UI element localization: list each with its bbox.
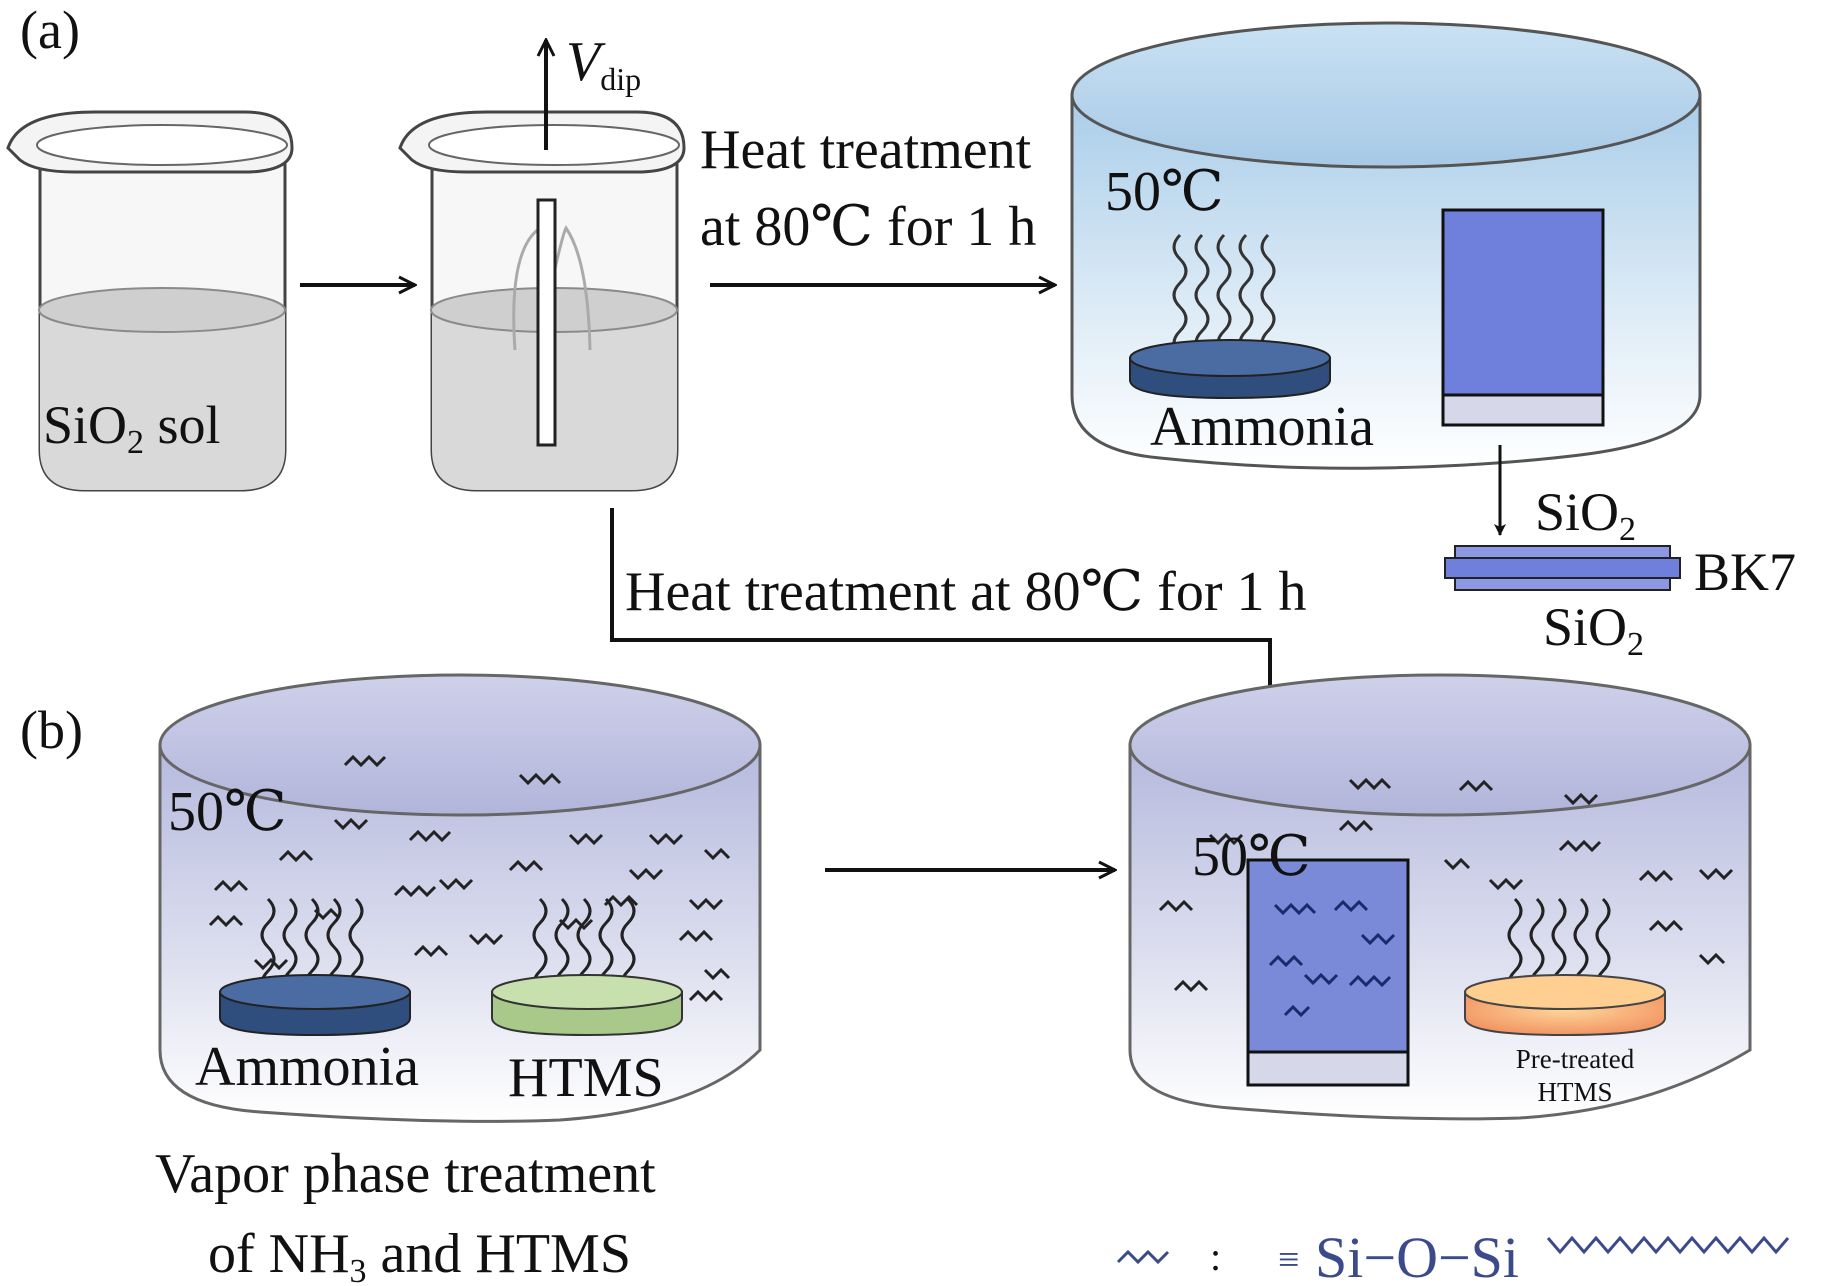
ammonia-label-a: Ammonia	[1150, 396, 1374, 458]
legend-squiggle-icon	[1116, 1249, 1170, 1265]
sol-label: SiO2 sol	[43, 395, 221, 461]
container-temp-b-left: 50℃	[168, 781, 287, 843]
layer-top-label: SiO2	[1535, 482, 1636, 548]
pretreated-line2: HTMS	[1537, 1077, 1612, 1107]
caption-line2: of NH3 and HTMS	[208, 1223, 631, 1286]
layer-bottom-label: SiO2	[1543, 597, 1644, 663]
coated-substrate-b	[1246, 858, 1410, 1087]
legend-separator: :	[1210, 1234, 1221, 1279]
velocity-label: Vdip	[566, 31, 641, 97]
coated-substrate-a	[1441, 208, 1605, 427]
heat-treatment-line2: at 80℃ for 1 h	[700, 196, 1036, 258]
ammonia-dish-b	[219, 974, 411, 1037]
panel-a-label: (a)	[20, 0, 80, 60]
vapor-container-left: 50℃	[158, 673, 762, 1123]
layer-mid-label: BK7	[1694, 542, 1796, 602]
ammonia-label-b: Ammonia	[195, 1036, 419, 1098]
legend-chain-icon	[1546, 1235, 1790, 1255]
pretreated-line1: Pre-treated	[1516, 1044, 1635, 1074]
beaker-dip: Vdip	[398, 31, 686, 492]
pretreated-htms-dish	[1464, 974, 1666, 1037]
right-vapor-squiggles	[1158, 777, 1734, 993]
panel-b-label: (b)	[20, 700, 83, 760]
beaker-sol: SiO2 sol	[6, 110, 294, 492]
htms-label: HTMS	[508, 1047, 664, 1109]
legend-triple-bond: ≡	[1278, 1239, 1299, 1281]
container-temp-b-right: 50℃	[1192, 826, 1311, 888]
substrate-squiggles	[1268, 899, 1396, 1018]
container-temp-a: 50℃	[1105, 161, 1224, 223]
heat-treatment-line1: Heat treatment	[700, 119, 1032, 181]
vapor-container-right: 50℃ Pre-treated HTMS	[1128, 673, 1752, 1121]
layer-stack	[1444, 545, 1681, 591]
caption-line1: Vapor phase treatment	[155, 1143, 656, 1205]
dip-substrate	[536, 198, 557, 447]
htms-dish	[491, 974, 683, 1037]
connector-arrow	[610, 508, 1270, 720]
left-vapor-squiggles	[208, 754, 731, 1003]
ammonia-container: 50℃ Ammonia	[1070, 21, 1702, 470]
legend-formula: Si−O−Si	[1315, 1225, 1519, 1286]
connector-label: Heat treatment at 80℃ for 1 h	[625, 561, 1307, 623]
legend: : ≡ Si−O−Si	[1116, 1225, 1790, 1286]
ammonia-dish-a	[1129, 339, 1331, 400]
ammonia-vapor-icon	[1172, 233, 1276, 357]
